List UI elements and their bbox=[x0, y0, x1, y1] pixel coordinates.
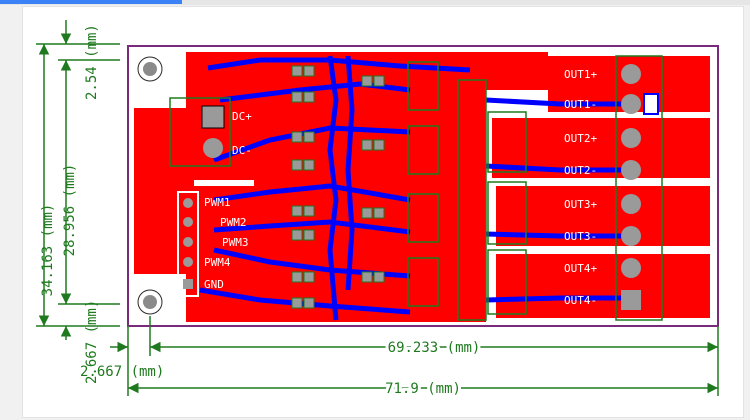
out3-minus-label: OUT3- bbox=[564, 230, 597, 243]
active-tab-indicator[interactable] bbox=[0, 0, 182, 4]
pwm2-label: PWM2 bbox=[220, 216, 247, 229]
pin-header: PWM1 PWM2 PWM3 PWM4 GND bbox=[177, 191, 249, 297]
clearance bbox=[194, 112, 710, 253]
output-labels: OUT1+ OUT1- OUT2+ OUT2- OUT3+ OUT3- OUT4… bbox=[564, 68, 597, 307]
output-terminal bbox=[615, 55, 663, 321]
mounting-holes bbox=[137, 56, 163, 315]
dim-horizontal-total: 71.9 (mm) bbox=[385, 381, 461, 397]
dimension-lines bbox=[36, 20, 719, 396]
dim-horizontal-inner: 69.233 (mm) bbox=[388, 340, 481, 356]
out1-plus-label: OUT1+ bbox=[564, 68, 597, 81]
gnd-label: GND bbox=[204, 278, 224, 291]
pwm4-label: PWM4 bbox=[204, 256, 231, 269]
trace-layer bbox=[199, 55, 630, 321]
component-pads bbox=[291, 65, 385, 309]
out2-plus-label: OUT2+ bbox=[564, 132, 597, 145]
dc-connector: DC+ DC- bbox=[169, 97, 252, 167]
out4-plus-label: OUT4+ bbox=[564, 262, 597, 275]
dim-left-outer: 34.163 (mm) bbox=[40, 204, 56, 297]
mosfet-footprints bbox=[407, 61, 527, 321]
out4-minus-label: OUT4- bbox=[564, 294, 597, 307]
dim-left-inner: 28.956 (mm) bbox=[62, 164, 78, 257]
out3-plus-label: OUT3+ bbox=[564, 198, 597, 211]
toolbar-strip bbox=[0, 0, 750, 5]
dim-horizontal-offset: 2.667 (mm) bbox=[80, 364, 164, 380]
out2-minus-label: OUT2- bbox=[564, 164, 597, 177]
out1-minus-label: OUT1- bbox=[564, 98, 597, 111]
pwm3-label: PWM3 bbox=[222, 236, 249, 249]
pwm1-label: PWM1 bbox=[204, 196, 231, 209]
dim-bottom-vertical: 2.667 (mm) bbox=[84, 300, 100, 384]
dim-top-vertical: 2.54 (mm) bbox=[84, 24, 100, 100]
copper-pour bbox=[134, 52, 710, 322]
dc-plus-label: DC+ bbox=[232, 110, 252, 123]
dc-minus-label: DC- bbox=[232, 144, 252, 157]
